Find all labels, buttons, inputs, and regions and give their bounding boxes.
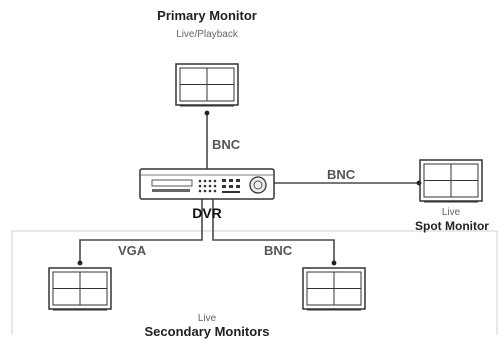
primary-connection-label: BNC bbox=[212, 137, 241, 152]
vga-connection-label: VGA bbox=[118, 243, 147, 258]
secondary-bnc-connection-label: BNC bbox=[264, 243, 293, 258]
connection-lines bbox=[79, 113, 419, 262]
primary-monitor-title: Primary Monitor bbox=[157, 8, 257, 23]
connector-dots bbox=[77, 110, 422, 266]
spot-monitor-icon bbox=[419, 159, 483, 203]
vga-line bbox=[79, 199, 203, 262]
secondary-monitors-subtitle: Live bbox=[197, 313, 217, 324]
secondary-monitor-left-icon bbox=[48, 267, 112, 311]
secondary-monitor-right-icon bbox=[302, 267, 366, 311]
secondary-bnc-connector-dot bbox=[331, 260, 337, 266]
primary-connector-dot bbox=[204, 110, 210, 116]
vga-connector-dot bbox=[77, 260, 83, 266]
spot-monitor-title: Spot Monitor bbox=[415, 219, 489, 233]
primary-monitor-icon bbox=[175, 63, 239, 107]
primary-monitor-subtitle: Live/Playback bbox=[176, 29, 238, 40]
secondary-monitors-title: Secondary Monitors bbox=[144, 324, 270, 339]
dvr-unit-icon bbox=[139, 168, 275, 200]
secondary-bnc-line bbox=[212, 199, 335, 262]
spot-monitor-subtitle: Live bbox=[441, 207, 461, 218]
spot-connection-label: BNC bbox=[327, 167, 356, 182]
dvr-label: DVR bbox=[192, 205, 222, 221]
secondary-monitors-frame bbox=[11, 230, 498, 335]
